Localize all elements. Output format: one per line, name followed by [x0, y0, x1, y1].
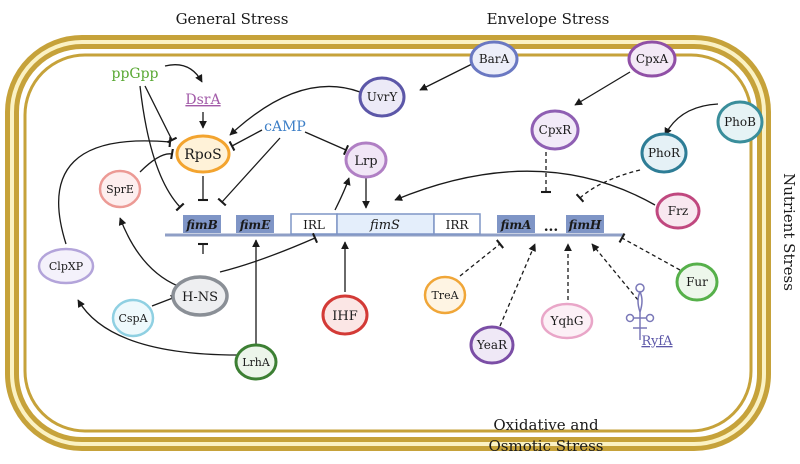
envelope-stress-label: Envelope Stress: [487, 10, 610, 28]
hns-label: H-NS: [182, 290, 218, 305]
regulatory-edges: [57, 63, 719, 356]
year-label: YeaR: [476, 338, 508, 352]
fimb-box: [183, 215, 221, 233]
edge-ppgpp-dsra: [164, 64, 203, 83]
spre-label: SprE: [106, 183, 134, 196]
fime-label: fimE: [239, 218, 271, 232]
nutrient-stress-label: Nutrient Stress: [780, 173, 798, 291]
edge-cpxa-cpxr: [574, 71, 631, 106]
spre-node: SprE: [98, 169, 142, 209]
cpxa-node: CpxA: [627, 40, 677, 78]
edge-lrha-clpxp: [77, 299, 239, 356]
rna-hairpin-icon: [625, 283, 655, 340]
yqhg-label: YqhG: [550, 314, 584, 328]
edge-phor-fimh: [575, 169, 641, 203]
bara-node: BarA: [469, 40, 519, 78]
cpxr-node: CpxR: [530, 109, 580, 151]
ppgpp-label: ppGpp: [111, 66, 158, 82]
edge-ryfa-fimh: [591, 243, 639, 301]
fime-box: [236, 215, 274, 233]
rpos-node: RpoS: [175, 134, 231, 174]
lrha-node: LrhA: [234, 343, 278, 381]
camp-label: cAMP: [264, 119, 306, 135]
fim-locus: fimB fimE IRL fimS IRR fimA ... fimH: [165, 213, 623, 237]
trea-node: TreA: [423, 275, 467, 315]
oxidative-stress-label-line2: Osmotic Stress: [489, 437, 604, 455]
frz-label: Frz: [668, 204, 688, 218]
phor-node: PhoR: [640, 132, 688, 174]
edge-camp-fime: [217, 137, 281, 207]
edge-camp-lrp: [304, 131, 350, 156]
uvry-label: UvrY: [367, 90, 399, 104]
irr-label: IRR: [446, 218, 470, 232]
clpxp-label: ClpXP: [49, 260, 84, 273]
edge-bara-uvry: [419, 63, 473, 91]
edge-irl-lrp: [334, 177, 351, 211]
edge-trea-fima: [459, 239, 505, 277]
edge-ppgpp-rpos: [144, 85, 178, 144]
lrha-label: LrhA: [242, 356, 271, 369]
ihf-node: IHF: [321, 294, 369, 336]
hns-node: H-NS: [171, 275, 229, 317]
irl-label: IRL: [303, 218, 325, 232]
edge-phob-phor: [664, 103, 719, 136]
frz-node: Frz: [655, 192, 701, 230]
fims-label: fimS: [369, 218, 400, 233]
edge-uvry-rpos: [229, 85, 361, 136]
gene-ellipsis: ...: [544, 219, 559, 235]
phor-label: PhoR: [648, 146, 681, 160]
cspa-node: CspA: [111, 298, 155, 338]
general-stress-label: General Stress: [176, 10, 289, 28]
lrp-node: Lrp: [344, 141, 388, 179]
ryfa-label: RyfA: [641, 334, 673, 349]
year-node: YeaR: [469, 325, 515, 365]
irr-box: [433, 213, 481, 235]
fur-label: Fur: [686, 275, 708, 289]
edge-ppgpp-fimb: [139, 85, 185, 212]
oxidative-stress-label-line1: Oxidative and: [493, 416, 599, 434]
dsra-label: DsrA: [185, 92, 221, 108]
fimh-label: fimH: [568, 218, 602, 232]
fima-box: [497, 215, 535, 233]
clpxp-node: ClpXP: [37, 247, 95, 285]
fimh-box: [566, 215, 604, 233]
bara-label: BarA: [479, 52, 510, 66]
uvry-node: UvrY: [358, 76, 406, 118]
fima-label: fimA: [500, 218, 532, 232]
fimb-label: fimB: [185, 218, 218, 232]
cpxr-label: CpxR: [539, 123, 573, 137]
edge-hns-spre: [118, 217, 179, 287]
cpxa-label: CpxA: [636, 52, 669, 66]
phob-label: PhoB: [724, 115, 756, 129]
edge-spre-rpos: [139, 148, 174, 173]
trea-label: TreA: [431, 289, 459, 302]
yqhg-node: YqhG: [540, 302, 594, 340]
ihf-label: IHF: [332, 309, 358, 324]
edge-clpxp-rpos: [57, 136, 172, 245]
lrp-label: Lrp: [354, 154, 377, 169]
fur-node: Fur: [675, 262, 719, 302]
edge-camp-rpos: [228, 129, 263, 152]
edge-hns-irl: [219, 232, 319, 273]
rpos-label: RpoS: [184, 147, 222, 163]
edge-year-fima: [499, 243, 536, 327]
edge-frz-fims: [394, 170, 656, 206]
cspa-label: CspA: [118, 312, 148, 325]
phob-node: PhoB: [716, 100, 764, 144]
